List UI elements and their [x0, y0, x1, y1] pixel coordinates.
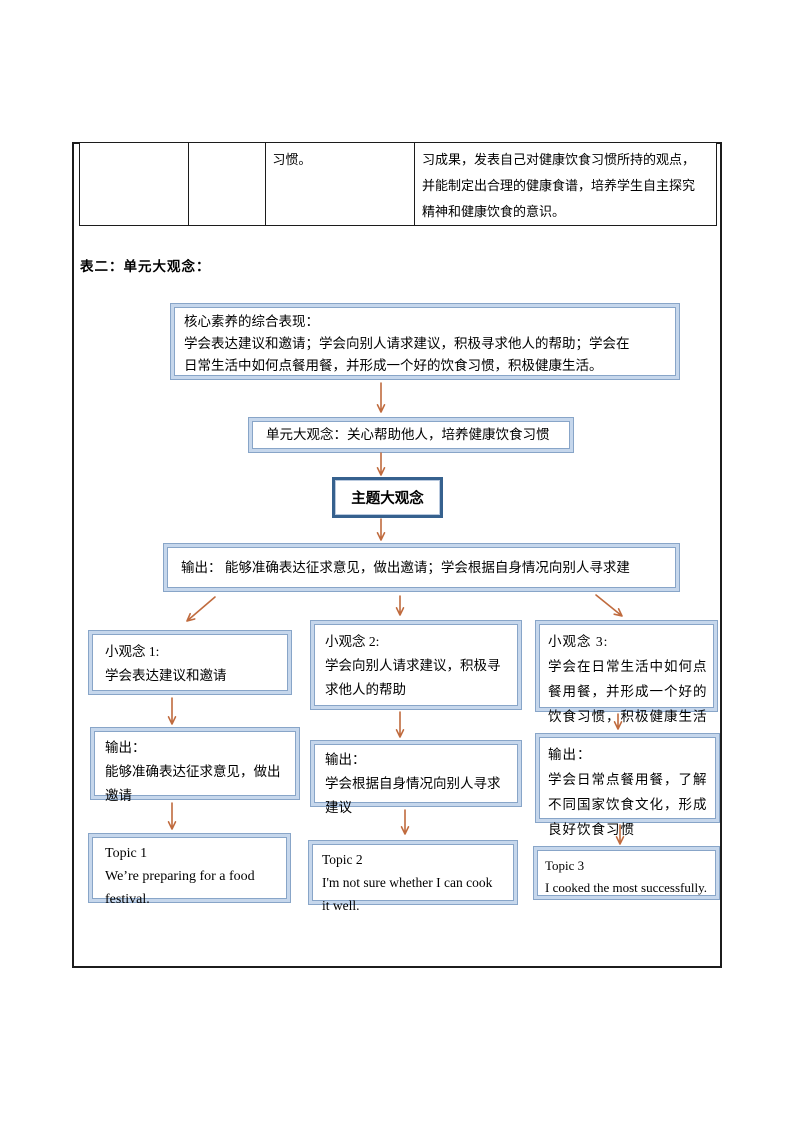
output-line: 邀请 [105, 788, 132, 803]
table-cell-text: 习惯。 [272, 152, 312, 167]
output-line: 良好饮食习惯 [548, 822, 635, 837]
output-line: 不同国家饮食文化，形成 [548, 797, 708, 812]
concept-line: 餐用餐，并形成一个好的 [548, 684, 708, 699]
unit-big-idea-text: 单元大观念：关心帮助他人，培养健康饮食习惯 [266, 427, 550, 442]
table-cell-line: 精神和健康饮食的意识。 [421, 204, 565, 219]
table-cell-line: 并能制定出合理的健康食谱，培养学生自主探究 [421, 178, 695, 193]
output-title: 输出： [548, 747, 592, 762]
topic-line: it well. [322, 898, 360, 913]
theme-big-idea-text: 主题大观念 [351, 491, 424, 507]
table-cell-empty-2 [189, 143, 267, 225]
output-1-box: 输出： 能够准确表达征求意见，做出 邀请 [90, 727, 300, 803]
topic-line: We’re preparing for a food [105, 869, 255, 884]
output-title: 输出： [105, 740, 146, 755]
concept-line: 饮食习惯，积极健康生活 [548, 709, 708, 724]
output-title: 输出： [325, 752, 366, 767]
concept-line: 学会向别人请求建议，积极寻 [325, 658, 501, 673]
concept-line: 学会表达建议和邀请 [105, 668, 227, 683]
topic-2-box: Topic 2 I'm not sure whether I can cook … [308, 840, 518, 913]
topic-line: I'm not sure whether I can cook [322, 875, 493, 890]
topic-1-box: Topic 1 We’re preparing for a food festi… [88, 833, 291, 907]
topic-line: I cooked the most successfully. [545, 880, 707, 895]
concept-line: 求他人的帮助 [325, 682, 406, 697]
topic-3-box: Topic 3 I cooked the most successfully. [533, 846, 720, 900]
concept-line: 学会在日常生活中如何点 [548, 659, 708, 674]
output-line: 学会根据自身情况向别人寻求 [325, 776, 501, 791]
table-cell-goals: 习成果，发表自己对健康饮食习惯所持的观点， 并能制定出合理的健康食谱，培养学生自… [415, 143, 716, 225]
concept-2-box: 小观念 2: 学会向别人请求建议，积极寻 求他人的帮助 [310, 620, 522, 710]
table-cell-habit: 习惯。 [266, 143, 415, 225]
section-heading: 表二：单元大观念： [80, 259, 211, 274]
top-table: 习惯。 习成果，发表自己对健康饮食习惯所持的观点， 并能制定出合理的健康食谱，培… [79, 142, 717, 226]
core-box-line: 核心素养的综合表现： [184, 314, 319, 329]
concept-3-box: 小观念 3: 学会在日常生活中如何点 餐用餐，并形成一个好的 饮食习惯，积极健康… [535, 620, 718, 724]
concept-1-box: 小观念 1: 学会表达建议和邀请 [88, 630, 292, 695]
theme-big-idea-box: 主题大观念 [332, 477, 443, 518]
table-cell-line: 习成果，发表自己对健康饮食习惯所持的观点， [421, 152, 695, 167]
output-2-box: 输出： 学会根据自身情况向别人寻求 建议 [310, 740, 522, 815]
topic-title: Topic 1 [105, 846, 148, 861]
core-box-line: 学会表达建议和邀请；学会向别人请求建议，积极寻求他人的帮助；学会在 [184, 336, 630, 351]
main-output-text: 输出： 能够准确表达征求意见，做出邀请；学会根据自身情况向别人寻求建 [181, 559, 630, 575]
topic-line: festival. [105, 892, 150, 907]
concept-title: 小观念 2: [325, 634, 380, 649]
table-cell-empty-1 [80, 143, 189, 225]
output-3-box: 输出： 学会日常点餐用餐，了解 不同国家饮食文化，形成 良好饮食习惯 [535, 733, 720, 837]
main-output-box: 输出： 能够准确表达征求意见，做出邀请；学会根据自身情况向别人寻求建 [163, 543, 680, 592]
concept-title: 小观念 3: [548, 634, 609, 649]
concept-title: 小观念 1: [105, 644, 160, 659]
topic-title: Topic 2 [322, 852, 363, 867]
core-competency-box: 核心素养的综合表现： 学会表达建议和邀请；学会向别人请求建议，积极寻求他人的帮助… [170, 303, 680, 380]
output-line: 学会日常点餐用餐，了解 [548, 772, 708, 787]
topic-title: Topic 3 [545, 858, 585, 873]
unit-big-idea-box: 单元大观念：关心帮助他人，培养健康饮食习惯 [248, 417, 574, 453]
core-box-line: 日常生活中如何点餐用餐，并形成一个好的饮食习惯，积极健康生活。 [184, 358, 603, 373]
output-line: 建议 [325, 800, 352, 815]
output-line: 能够准确表达征求意见，做出 [105, 764, 281, 779]
